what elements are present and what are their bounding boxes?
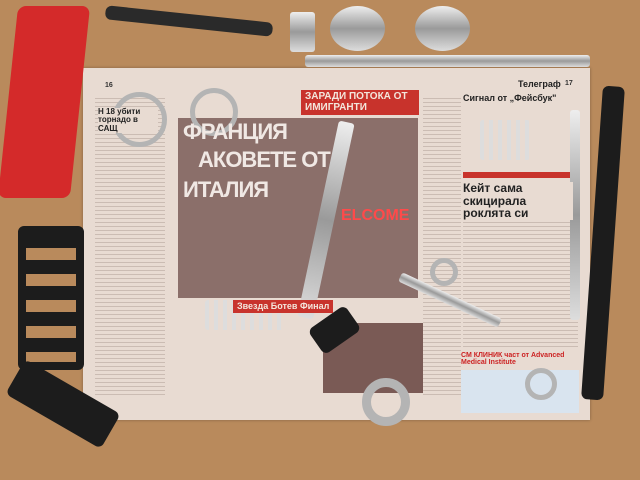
bolt-cluster bbox=[480, 120, 530, 160]
page-number-right: 17 bbox=[565, 80, 573, 87]
side-headline: Н 18 убити торнадо в САЩ bbox=[98, 107, 158, 134]
red-strip bbox=[463, 172, 573, 178]
sprocket-plate bbox=[415, 6, 470, 51]
page-number-left: 16 bbox=[105, 82, 113, 89]
logo-text: ELCOME bbox=[341, 207, 410, 224]
masthead: Телеграф bbox=[518, 79, 561, 89]
black-footrest-plate bbox=[18, 226, 84, 370]
banner-headline: ЗАРАДИ ПОТОКА ОТ ИМИГРАНТИ bbox=[301, 90, 419, 115]
ad-text: СМ КЛИНИК част от Advanced Medical Insti… bbox=[461, 352, 581, 367]
right-headline-1: Сигнал от „Фейсбук" bbox=[463, 93, 557, 104]
lock-nut bbox=[190, 88, 238, 136]
news-photo bbox=[178, 118, 418, 298]
long-axle-rod bbox=[305, 55, 590, 67]
right-headline-2: Кейт сама скицирала роклята си bbox=[463, 182, 573, 220]
text-column bbox=[463, 218, 578, 348]
large-washer bbox=[362, 378, 410, 426]
text-column bbox=[423, 98, 461, 398]
spacer bbox=[290, 12, 315, 52]
main-headline-2: АКОВЕТЕ ОТ bbox=[198, 147, 331, 172]
washer bbox=[430, 258, 458, 286]
washer bbox=[525, 368, 557, 400]
shaft bbox=[570, 110, 580, 320]
bottom-headline: Звезда Ботев Финал bbox=[233, 300, 334, 314]
main-headline-3: ИТАЛИЯ bbox=[183, 177, 269, 202]
sprocket-plate bbox=[330, 6, 385, 51]
main-headline-1: ФРАНЦИЯ bbox=[183, 119, 288, 144]
ad-block bbox=[461, 370, 579, 413]
text-column bbox=[95, 98, 165, 398]
